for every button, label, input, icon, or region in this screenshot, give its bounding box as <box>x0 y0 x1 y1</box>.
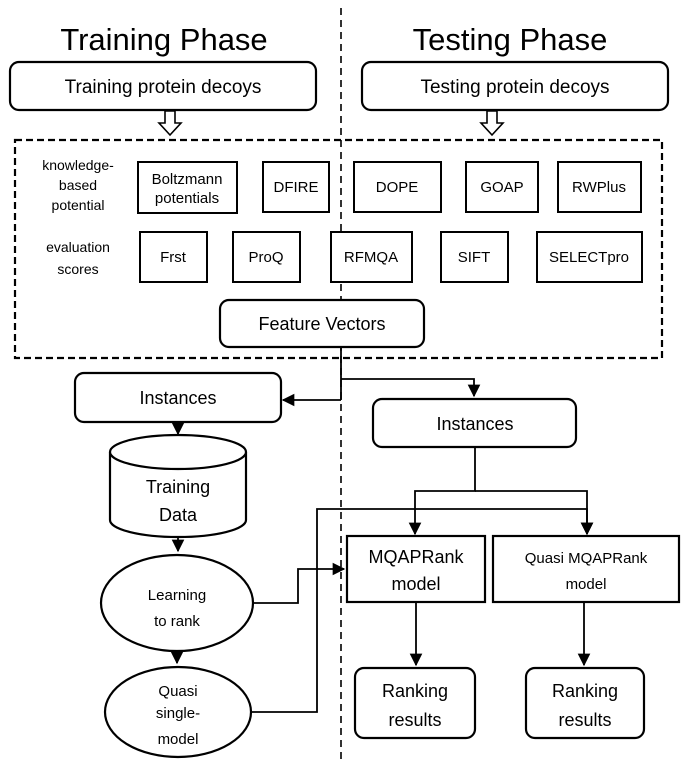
feature-dope: DOPE <box>353 161 442 213</box>
quasi-mqaprank-model-box: Quasi MQAPRank model <box>491 534 681 604</box>
knowledge-based-label: knowledge- based potential <box>42 157 114 213</box>
training-decoys-box: Training protein decoys <box>8 60 318 112</box>
svg-text:RFMQA: RFMQA <box>344 249 398 266</box>
test-instances-split <box>408 448 476 536</box>
svg-text:model: model <box>158 731 199 748</box>
feature-container <box>13 138 664 360</box>
ranking-results-right: Ranking results <box>524 666 646 740</box>
svg-text:Ranking: Ranking <box>552 681 618 701</box>
svg-text:Data: Data <box>159 505 198 525</box>
feature-boltzmann: Boltzmann potentials <box>137 161 238 214</box>
svg-text:potentials: potentials <box>155 190 219 207</box>
svg-text:potential: potential <box>52 197 105 213</box>
svg-text:evaluation: evaluation <box>46 239 110 255</box>
ranking-results-left: Ranking results <box>353 666 477 740</box>
svg-text:Instances: Instances <box>436 414 513 434</box>
svg-text:ProQ: ProQ <box>248 249 283 266</box>
svg-text:Quasi: Quasi <box>158 683 197 700</box>
svg-text:Training: Training <box>146 477 210 497</box>
svg-text:Boltzmann: Boltzmann <box>152 171 223 188</box>
svg-text:Ranking: Ranking <box>382 681 448 701</box>
quasi-single-model-ellipse: Quasi single- model <box>103 665 253 759</box>
feature-sift: SIFT <box>440 231 509 283</box>
svg-text:SIFT: SIFT <box>458 249 491 266</box>
svg-text:Learning: Learning <box>148 587 206 604</box>
feature-rfmqa: RFMQA <box>330 231 413 283</box>
svg-text:MQAPRank: MQAPRank <box>368 547 464 567</box>
training-data-cylinder: Training Data <box>108 433 248 539</box>
learning-to-rank-ellipse: Learning to rank <box>99 553 255 653</box>
svg-text:model: model <box>391 574 440 594</box>
svg-text:DFIRE: DFIRE <box>274 179 319 196</box>
feature-rwplus: RWPlus <box>557 161 642 213</box>
fv-to-test-instances <box>341 378 481 398</box>
svg-text:RWPlus: RWPlus <box>572 179 626 196</box>
testing-decoys-label: Testing protein decoys <box>420 77 609 98</box>
svg-text:knowledge-: knowledge- <box>42 157 114 173</box>
feature-vectors-box: Feature Vectors <box>218 298 426 349</box>
svg-text:model: model <box>566 576 607 593</box>
svg-text:SELECTpro: SELECTpro <box>549 249 629 266</box>
feature-goap: GOAP <box>465 161 539 213</box>
training-instances-box: Instances <box>73 371 283 424</box>
svg-text:based: based <box>59 177 97 193</box>
feature-proq: ProQ <box>232 231 301 283</box>
feature-frst: Frst <box>139 231 208 283</box>
svg-text:Quasi MQAPRank: Quasi MQAPRank <box>525 550 648 567</box>
svg-text:results: results <box>388 710 441 730</box>
svg-text:Feature Vectors: Feature Vectors <box>258 314 385 334</box>
testing-decoys-box: Testing protein decoys <box>360 60 670 112</box>
svg-text:GOAP: GOAP <box>480 179 523 196</box>
evaluation-scores-label: evaluation scores <box>46 239 110 277</box>
svg-text:DOPE: DOPE <box>376 179 419 196</box>
feature-dfire: DFIRE <box>262 161 330 213</box>
test-instances-split-right <box>475 490 594 536</box>
svg-text:results: results <box>558 710 611 730</box>
testing-phase-title: Testing Phase <box>413 22 608 57</box>
svg-text:Frst: Frst <box>160 249 187 266</box>
training-decoys-arrow <box>157 110 183 137</box>
testing-decoys-arrow <box>479 110 505 137</box>
mqaprank-model-box: MQAPRank model <box>345 534 487 604</box>
svg-text:single-: single- <box>156 705 200 722</box>
training-decoys-label: Training protein decoys <box>65 77 262 98</box>
svg-text:scores: scores <box>57 261 98 277</box>
testing-instances-box: Instances <box>371 397 578 449</box>
learning-to-mqaprank <box>253 562 346 604</box>
svg-text:Instances: Instances <box>139 388 216 408</box>
feature-selectpro: SELECTpro <box>536 231 643 283</box>
svg-text:to rank: to rank <box>154 613 200 630</box>
training-phase-title: Training Phase <box>60 22 267 57</box>
